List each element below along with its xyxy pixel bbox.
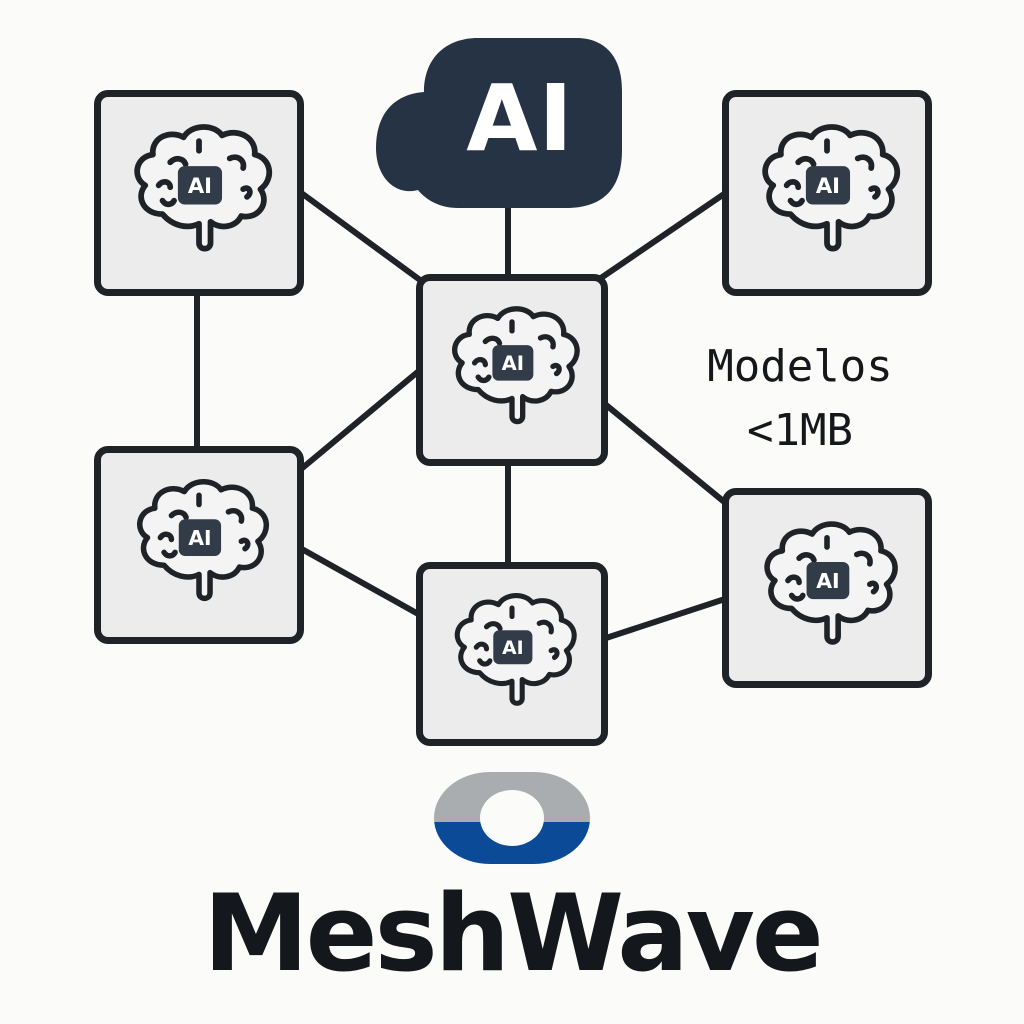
ai-chip-label: AI <box>188 526 211 550</box>
edge-center-right <box>597 397 731 508</box>
model-note-line1: Modelos <box>707 341 893 392</box>
ai-chip-label: AI <box>816 173 840 198</box>
brain-icon: AI <box>762 124 900 252</box>
brain-icon: AI <box>137 478 269 602</box>
edge-topright-center <box>595 189 730 283</box>
ai-chip-label: AI <box>188 173 212 198</box>
ai-node-bottom: AI <box>416 562 608 746</box>
ai-node-center: AI <box>416 274 608 466</box>
ai-chip: AI <box>493 630 533 665</box>
ai-chip: AI <box>805 166 851 205</box>
brand-wordmark: MeshWave <box>203 872 824 995</box>
ai-chip-label: AI <box>816 569 839 593</box>
ai-chip: AI <box>177 166 223 205</box>
ai-chip: AI <box>806 561 850 600</box>
ai-chip-label: AI <box>502 352 524 375</box>
ai-chip-label: AI <box>502 638 523 659</box>
edge-topleft-center <box>297 189 423 283</box>
ai-node-top-right: AI <box>722 90 932 296</box>
model-size-note: Modelos <1MB <box>680 335 920 463</box>
ai-chip: AI <box>178 519 222 557</box>
ai-node-right: AI <box>722 488 932 688</box>
brain-icon: AI <box>134 124 272 252</box>
ai-node-mid-left: AI <box>94 446 304 644</box>
cloud-ai-label: AI <box>466 64 574 172</box>
model-note-line2: <1MB <box>747 405 853 456</box>
brain-icon: AI <box>452 306 580 425</box>
edge-bottom-right <box>597 595 731 643</box>
edge-midleft-bottom <box>297 545 423 618</box>
brain-icon: AI <box>454 593 577 706</box>
ai-chip: AI <box>492 345 534 381</box>
ai-node-top-left: AI <box>94 90 304 296</box>
edge-center-midleft <box>297 367 423 473</box>
brain-icon: AI <box>764 521 898 645</box>
